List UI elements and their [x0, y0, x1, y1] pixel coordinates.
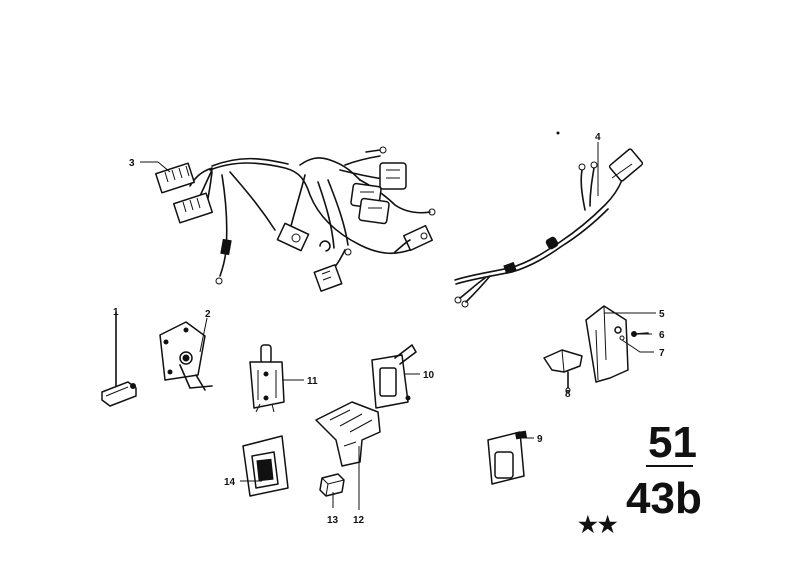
part-8-clip[interactable] [543, 349, 583, 393]
part-10-housing[interactable] [371, 344, 417, 409]
part-14-rocker-switch[interactable] [242, 435, 289, 497]
callout-11: 11 [307, 376, 318, 387]
callout-7: 7 [659, 348, 665, 359]
sub-group-number: 43b [626, 474, 702, 523]
part-5-mounting-bracket[interactable] [585, 305, 629, 383]
star-marker: ★★ [578, 512, 618, 537]
callout-6: 6 [659, 330, 665, 341]
part-1-rod-assembly[interactable] [101, 311, 137, 407]
callout-14: 14 [224, 477, 236, 488]
callout-8: 8 [565, 389, 571, 400]
callout-9: 9 [537, 434, 543, 445]
callout-labels: 1 2 3 4 5 6 7 8 9 10 11 12 13 14 [113, 132, 665, 526]
callout-1: 1 [113, 307, 119, 318]
part-13-cap[interactable] [319, 473, 345, 497]
callout-5: 5 [659, 309, 665, 320]
callout-10: 10 [423, 370, 435, 381]
group-code: 51 43b ★★ [578, 418, 702, 537]
callout-2: 2 [205, 309, 211, 320]
main-group-number: 51 [648, 418, 697, 467]
leader-lines [140, 142, 656, 510]
part-11-switch[interactable] [249, 344, 285, 413]
callout-12: 12 [353, 515, 365, 526]
part-4-wiring-harness[interactable] [454, 131, 644, 308]
part-9-switch-frame[interactable] [487, 430, 528, 485]
callout-3: 3 [129, 158, 135, 169]
part-12-bracket[interactable] [315, 401, 381, 467]
part-2-switch-plate[interactable] [159, 321, 213, 391]
callout-13: 13 [327, 515, 339, 526]
part-3-wiring-harness[interactable] [154, 146, 436, 292]
callout-4: 4 [595, 132, 601, 143]
